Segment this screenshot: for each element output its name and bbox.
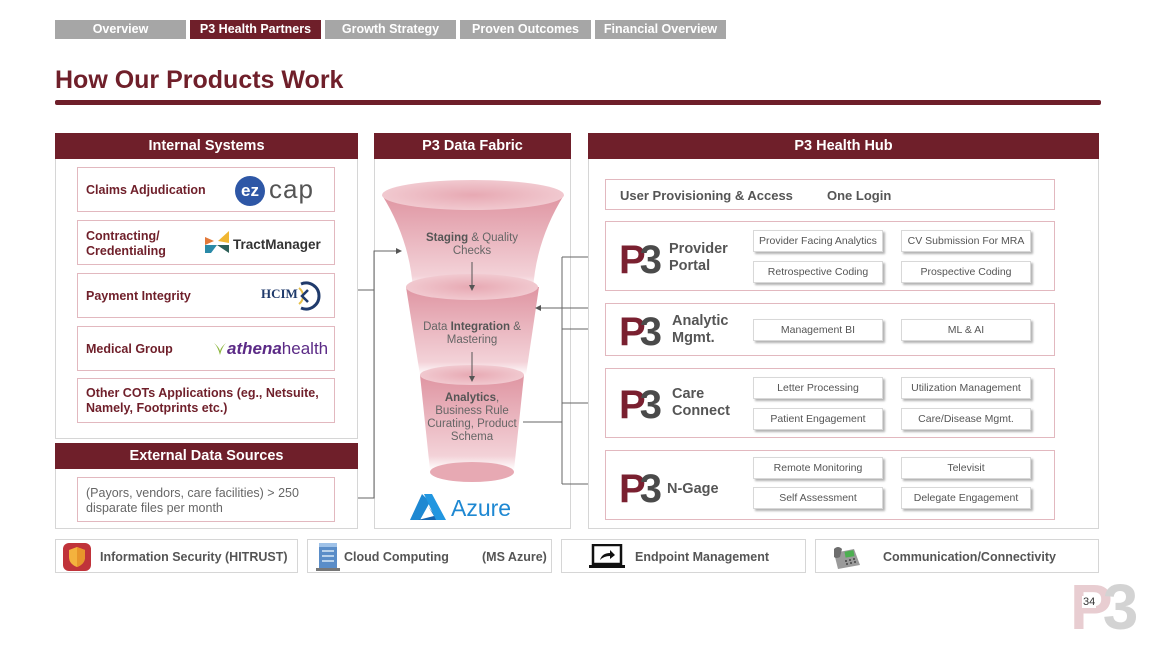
tab-p3-health-partners[interactable]: P3 Health Partners bbox=[190, 20, 321, 39]
feature-chip[interactable]: Self Assessment bbox=[753, 487, 883, 509]
laptop-share-icon bbox=[589, 544, 625, 568]
tab-overview[interactable]: Overview bbox=[55, 20, 186, 39]
fabric-stage-staging: Staging & Quality Checks bbox=[425, 232, 519, 257]
capability-label: Cloud Computing bbox=[344, 550, 449, 564]
feature-chip[interactable]: Remote Monitoring bbox=[753, 457, 883, 479]
system-label: Other COTs Applications (eg., Netsuite, … bbox=[86, 386, 319, 415]
tab-proven-outcomes[interactable]: Proven Outcomes bbox=[460, 20, 591, 39]
capability-endpoint-management: Endpoint Management bbox=[561, 539, 806, 573]
external-data-box: (Payors, vendors, care facilities) > 250… bbox=[77, 477, 335, 522]
external-data-text: (Payors, vendors, care facilities) > 250… bbox=[86, 486, 299, 515]
tab-financial-overview[interactable]: Financial Overview bbox=[595, 20, 726, 39]
capability-info-security: Information Security (HITRUST) bbox=[55, 539, 298, 573]
internal-systems-header: Internal Systems bbox=[55, 133, 358, 159]
feature-chip[interactable]: Care/Disease Mgmt. bbox=[901, 408, 1031, 430]
title-divider bbox=[55, 100, 1101, 105]
tractmanager-logo: TractManager bbox=[205, 231, 321, 258]
system-other-cots: Other COTs Applications (eg., Netsuite, … bbox=[77, 378, 335, 423]
azure-logo: Azure bbox=[408, 492, 528, 524]
athena-leaf-icon bbox=[214, 343, 226, 355]
feature-chip[interactable]: Retrospective Coding bbox=[753, 261, 883, 283]
feature-chip[interactable]: Management BI bbox=[753, 319, 883, 341]
feature-chip[interactable]: Patient Engagement bbox=[753, 408, 883, 430]
shield-icon bbox=[63, 543, 91, 571]
user-access-box: User Provisioning & Access One Login bbox=[605, 179, 1055, 210]
health-hub-header: P3 Health Hub bbox=[588, 133, 1099, 159]
feature-chip[interactable]: CV Submission For MRA bbox=[901, 230, 1031, 252]
capability-cloud-computing: Cloud Computing (MS Azure) bbox=[307, 539, 552, 573]
capability-suffix: (MS Azure) bbox=[482, 550, 547, 564]
feature-chip[interactable]: Provider Facing Analytics bbox=[753, 230, 883, 252]
system-claims-adjudication: Claims Adjudication ez cap bbox=[77, 167, 335, 212]
feature-chip[interactable]: Letter Processing bbox=[753, 377, 883, 399]
capability-communication: Communication/Connectivity bbox=[815, 539, 1099, 573]
hcim-mark-icon bbox=[298, 281, 321, 311]
page-title: How Our Products Work bbox=[55, 66, 344, 94]
feature-chip[interactable]: ML & AI bbox=[901, 319, 1031, 341]
page-number: 34 bbox=[1082, 596, 1097, 608]
p3-logo: P3 bbox=[619, 238, 662, 282]
system-label: Claims Adjudication bbox=[86, 183, 206, 197]
feature-chip[interactable]: Televisit bbox=[901, 457, 1031, 479]
system-contracting-credentialing: Contracting/ Credentialing TractManager bbox=[77, 220, 335, 265]
product-name: N-Gage bbox=[667, 481, 719, 497]
page-footer: P3 34 bbox=[1070, 575, 1146, 639]
user-access-label: User Provisioning & Access bbox=[620, 188, 793, 203]
data-fabric-header: P3 Data Fabric bbox=[374, 133, 571, 159]
p3-logo: P3 bbox=[619, 467, 662, 511]
internal-systems-panel: Internal Systems Claims Adjudication ez … bbox=[55, 133, 358, 439]
feature-chip[interactable]: Utilization Management bbox=[901, 377, 1031, 399]
azure-icon bbox=[410, 494, 446, 520]
p3-logo: P3 bbox=[619, 310, 662, 354]
fabric-stage-analytics: Analytics, Business Rule Curating, Produ… bbox=[427, 392, 517, 443]
one-login-label[interactable]: One Login bbox=[827, 188, 892, 203]
external-data-panel: External Data Sources (Payors, vendors, … bbox=[55, 443, 358, 529]
system-medical-group: Medical Group athenahealth bbox=[77, 326, 335, 371]
feature-chip[interactable]: Prospective Coding bbox=[901, 261, 1031, 283]
external-data-header: External Data Sources bbox=[55, 443, 358, 469]
fabric-stage-integration: Data Integration & Mastering bbox=[423, 321, 521, 346]
system-label: Contracting/ Credentialing bbox=[86, 229, 166, 258]
tab-growth-strategy[interactable]: Growth Strategy bbox=[325, 20, 456, 39]
capability-label: Information Security (HITRUST) bbox=[100, 550, 288, 564]
section-nav: Overview P3 Health Partners Growth Strat… bbox=[55, 20, 726, 39]
p3-logo: P3 bbox=[619, 383, 662, 427]
system-label: Payment Integrity bbox=[86, 289, 191, 303]
tractmanager-mark-icon bbox=[205, 231, 229, 253]
feature-chip[interactable]: Delegate Engagement bbox=[901, 487, 1031, 509]
p3-watermark: P3 bbox=[1070, 571, 1138, 643]
capability-label: Communication/Connectivity bbox=[883, 550, 1056, 564]
capability-label: Endpoint Management bbox=[635, 550, 770, 564]
system-payment-integrity: Payment Integrity HCIM bbox=[77, 273, 335, 318]
server-icon bbox=[316, 543, 340, 571]
phone-icon bbox=[834, 547, 860, 569]
system-label: Medical Group bbox=[86, 342, 173, 356]
